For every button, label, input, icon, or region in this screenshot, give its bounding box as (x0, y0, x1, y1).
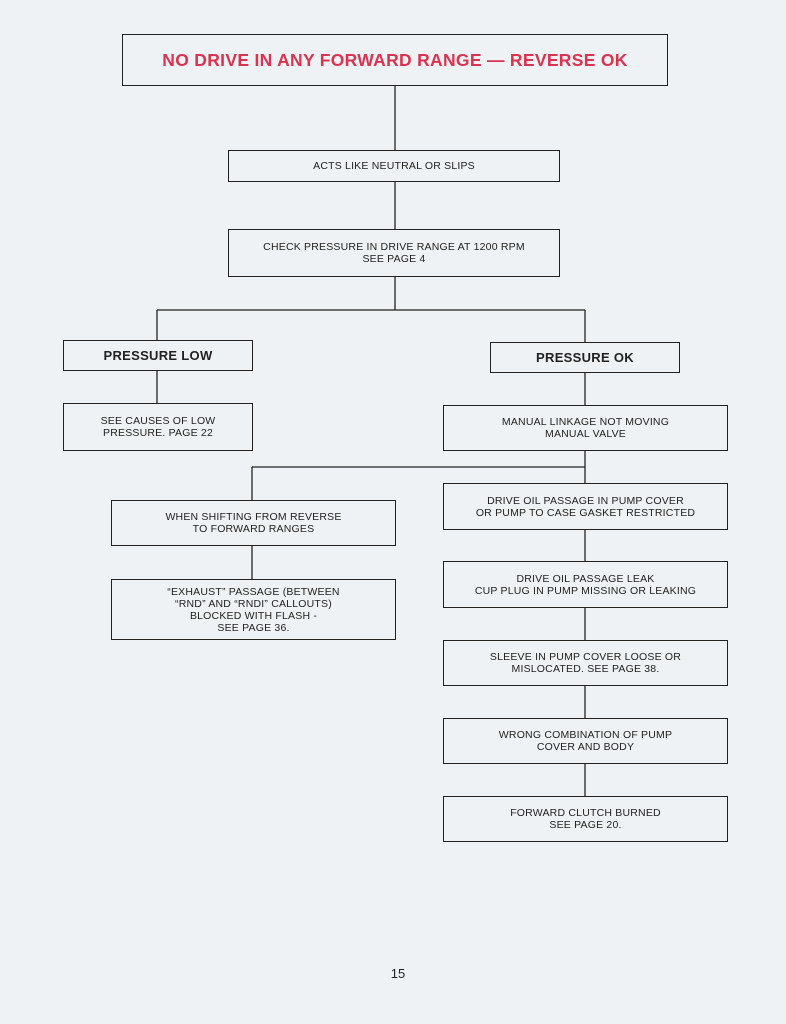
page-number: 15 (390, 966, 406, 981)
title-box: NO DRIVE IN ANY FORWARD RANGE — REVERSE … (122, 34, 668, 86)
shifting-reverse-box: WHEN SHIFTING FROM REVERSE TO FORWARD RA… (111, 500, 396, 546)
sleeve-loose-box: SLEEVE IN PUMP COVER LOOSE OR MISLOCATED… (443, 640, 728, 686)
manual-linkage-text: MANUAL LINKAGE NOT MOVING MANUAL VALVE (501, 416, 670, 440)
pressure-ok-box: PRESSURE OK (490, 342, 680, 373)
clutch-burned-text: FORWARD CLUTCH BURNED SEE PAGE 20. (510, 807, 661, 831)
pressure-low-text: PRESSURE LOW (103, 347, 213, 363)
pressure-ok-text: PRESSURE OK (536, 349, 634, 365)
acts-like-neutral-text: ACTS LIKE NEUTRAL OR SLIPS (313, 160, 475, 172)
exhaust-passage-text: “EXHAUST” PASSAGE (BETWEEN “RND” AND “RN… (167, 585, 340, 634)
clutch-burned-box: FORWARD CLUTCH BURNED SEE PAGE 20. (443, 796, 728, 842)
wrong-combination-box: WRONG COMBINATION OF PUMP COVER AND BODY (443, 718, 728, 764)
exhaust-passage-box: “EXHAUST” PASSAGE (BETWEEN “RND” AND “RN… (111, 579, 396, 640)
pressure-low-box: PRESSURE LOW (63, 340, 253, 371)
low-causes-box: SEE CAUSES OF LOW PRESSURE. PAGE 22 (63, 403, 253, 451)
shifting-reverse-text: WHEN SHIFTING FROM REVERSE TO FORWARD RA… (165, 511, 342, 535)
check-pressure-text: CHECK PRESSURE IN DRIVE RANGE AT 1200 RP… (263, 241, 525, 265)
drive-oil-leak-text: DRIVE OIL PASSAGE LEAK CUP PLUG IN PUMP … (474, 572, 697, 597)
acts-like-neutral-box: ACTS LIKE NEUTRAL OR SLIPS (228, 150, 560, 182)
low-causes-text: SEE CAUSES OF LOW PRESSURE. PAGE 22 (100, 415, 216, 439)
wrong-combination-text: WRONG COMBINATION OF PUMP COVER AND BODY (498, 729, 673, 753)
sleeve-loose-text: SLEEVE IN PUMP COVER LOOSE OR MISLOCATED… (489, 651, 682, 675)
drive-oil-restricted-box: DRIVE OIL PASSAGE IN PUMP COVER OR PUMP … (443, 483, 728, 530)
page-title: NO DRIVE IN ANY FORWARD RANGE — REVERSE … (162, 50, 628, 70)
drive-oil-leak-box: DRIVE OIL PASSAGE LEAK CUP PLUG IN PUMP … (443, 561, 728, 608)
drive-oil-restricted-text: DRIVE OIL PASSAGE IN PUMP COVER OR PUMP … (475, 494, 696, 519)
manual-linkage-box: MANUAL LINKAGE NOT MOVING MANUAL VALVE (443, 405, 728, 451)
check-pressure-box: CHECK PRESSURE IN DRIVE RANGE AT 1200 RP… (228, 229, 560, 277)
